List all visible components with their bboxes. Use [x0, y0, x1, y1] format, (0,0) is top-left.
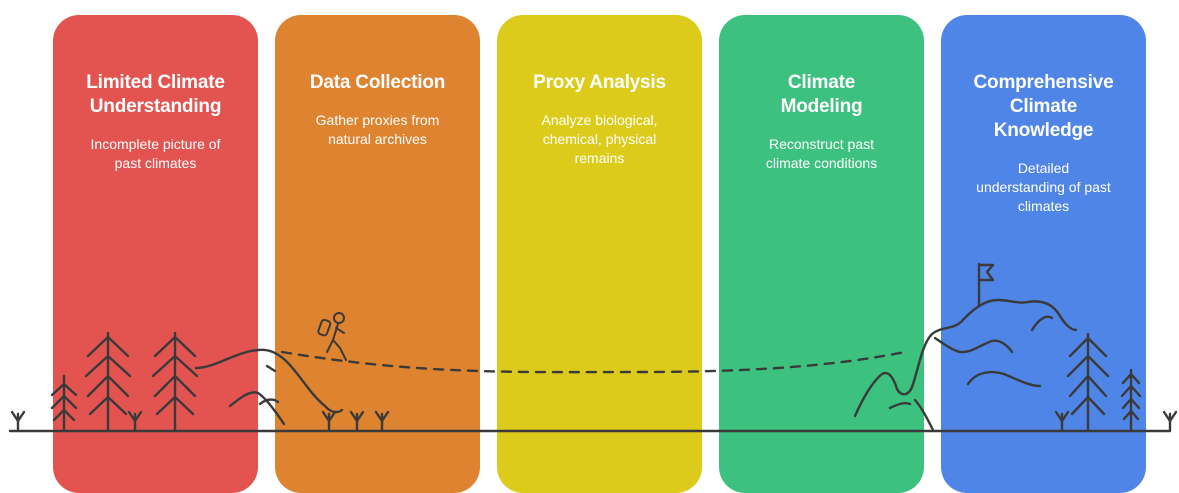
stage-description: Reconstruct past climate conditions [765, 136, 878, 171]
mountain-icon [194, 348, 344, 426]
stage-card-proxy-analysis: Proxy Analysis Analyze biological, chemi… [497, 15, 702, 493]
stage-title: Limited Climate Understanding [86, 72, 225, 117]
pine-tree-icon [50, 374, 78, 432]
dashed-journey-path [280, 350, 907, 374]
stage-title: Comprehensive Climate Knowledge [973, 72, 1114, 141]
hiker-icon [317, 312, 347, 361]
stage-title: Data Collection [309, 72, 446, 93]
stage-description: Incomplete picture of past climates [90, 136, 221, 171]
climate-knowledge-diagram: Limited Climate Understanding Incomplete… [8, 15, 1178, 493]
summit-flag-icon [977, 262, 995, 308]
stage-description: Analyze biological, chemical, physical r… [541, 112, 658, 166]
pine-tree-icon [1066, 332, 1110, 432]
pine-tree-icon [151, 331, 199, 432]
pine-tree-icon [1120, 368, 1142, 432]
mountain-icon [853, 298, 1078, 432]
stage-description: Detailed understanding of past climates [976, 160, 1111, 214]
stage-description: Gather proxies from natural archives [315, 112, 440, 147]
landscape-illustration [8, 262, 1178, 433]
pine-tree-icon [84, 331, 132, 432]
stage-card-climate-modeling: Climate Modeling Reconstruct past climat… [719, 15, 924, 493]
stage-card-limited-understanding: Limited Climate Understanding Incomplete… [53, 15, 258, 493]
stage-title: Proxy Analysis [533, 72, 666, 93]
stage-card-comprehensive-knowledge: Comprehensive Climate Knowledge Detailed… [941, 15, 1146, 493]
grass-sprout-icon [10, 410, 1178, 432]
stage-title: Climate Modeling [780, 72, 863, 117]
